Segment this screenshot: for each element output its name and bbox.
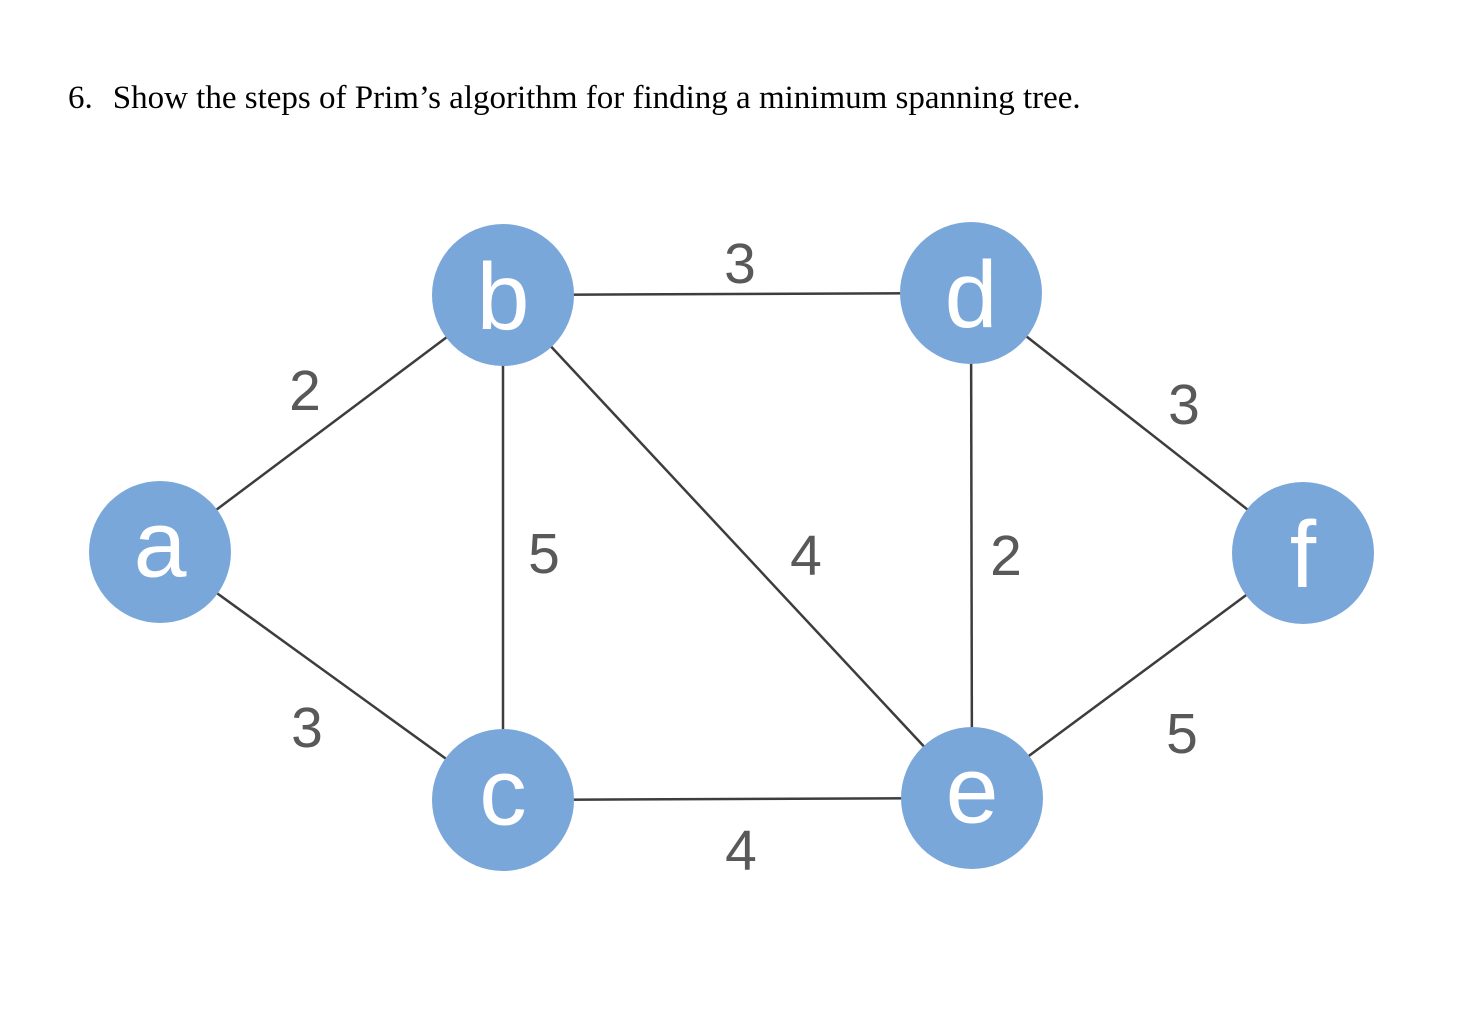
edge-b-d — [502, 291, 972, 297]
node-label-b: b — [477, 244, 530, 350]
edge-weight-a-b: 2 — [289, 359, 321, 423]
node-label-f: f — [1290, 502, 1317, 608]
question-number: 6. — [68, 80, 93, 116]
edge-d-e — [969, 292, 974, 799]
edge-weight-b-e: 4 — [790, 524, 822, 588]
node-e — [901, 727, 1043, 869]
node-c — [432, 729, 574, 871]
node-label-d: d — [945, 242, 998, 348]
edge-c-e — [502, 796, 973, 802]
edge-weight-d-f: 3 — [1168, 373, 1200, 437]
node-label-a: a — [134, 491, 187, 597]
edge-weight-d-e: 2 — [990, 524, 1022, 588]
edge-a-b — [159, 293, 504, 554]
node-label-e: e — [946, 737, 999, 843]
edge-weight-b-c: 5 — [528, 522, 560, 586]
edge-weight-c-e: 4 — [725, 819, 757, 883]
edge-weight-a-c: 3 — [291, 696, 323, 760]
node-a — [89, 481, 231, 623]
edge-weight-b-d: 3 — [724, 232, 756, 296]
node-label-c: c — [479, 739, 527, 845]
question-title: 6. Show the steps of Prim’s algorithm fo… — [68, 82, 1081, 115]
node-d — [900, 222, 1042, 364]
question-text: Show the steps of Prim’s algorithm for f… — [112, 80, 1081, 116]
node-f — [1232, 482, 1374, 624]
edge-weight-e-f: 5 — [1166, 702, 1198, 766]
node-b — [432, 224, 574, 366]
edge-b-e — [502, 294, 973, 799]
